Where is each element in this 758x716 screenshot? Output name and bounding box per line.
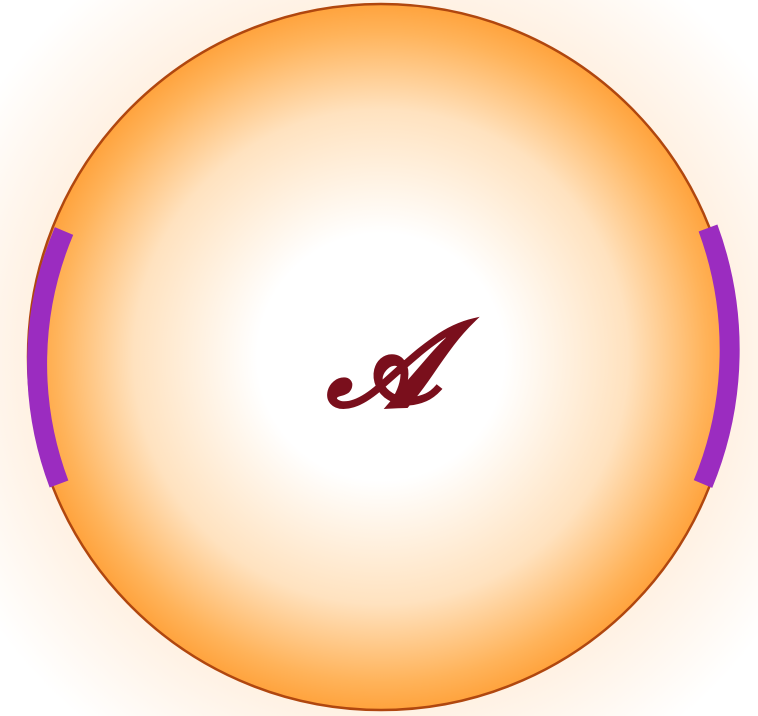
- center-halo: [261, 237, 501, 477]
- right-boundary-arc: [693, 224, 740, 488]
- left-boundary-arc: [27, 227, 74, 488]
